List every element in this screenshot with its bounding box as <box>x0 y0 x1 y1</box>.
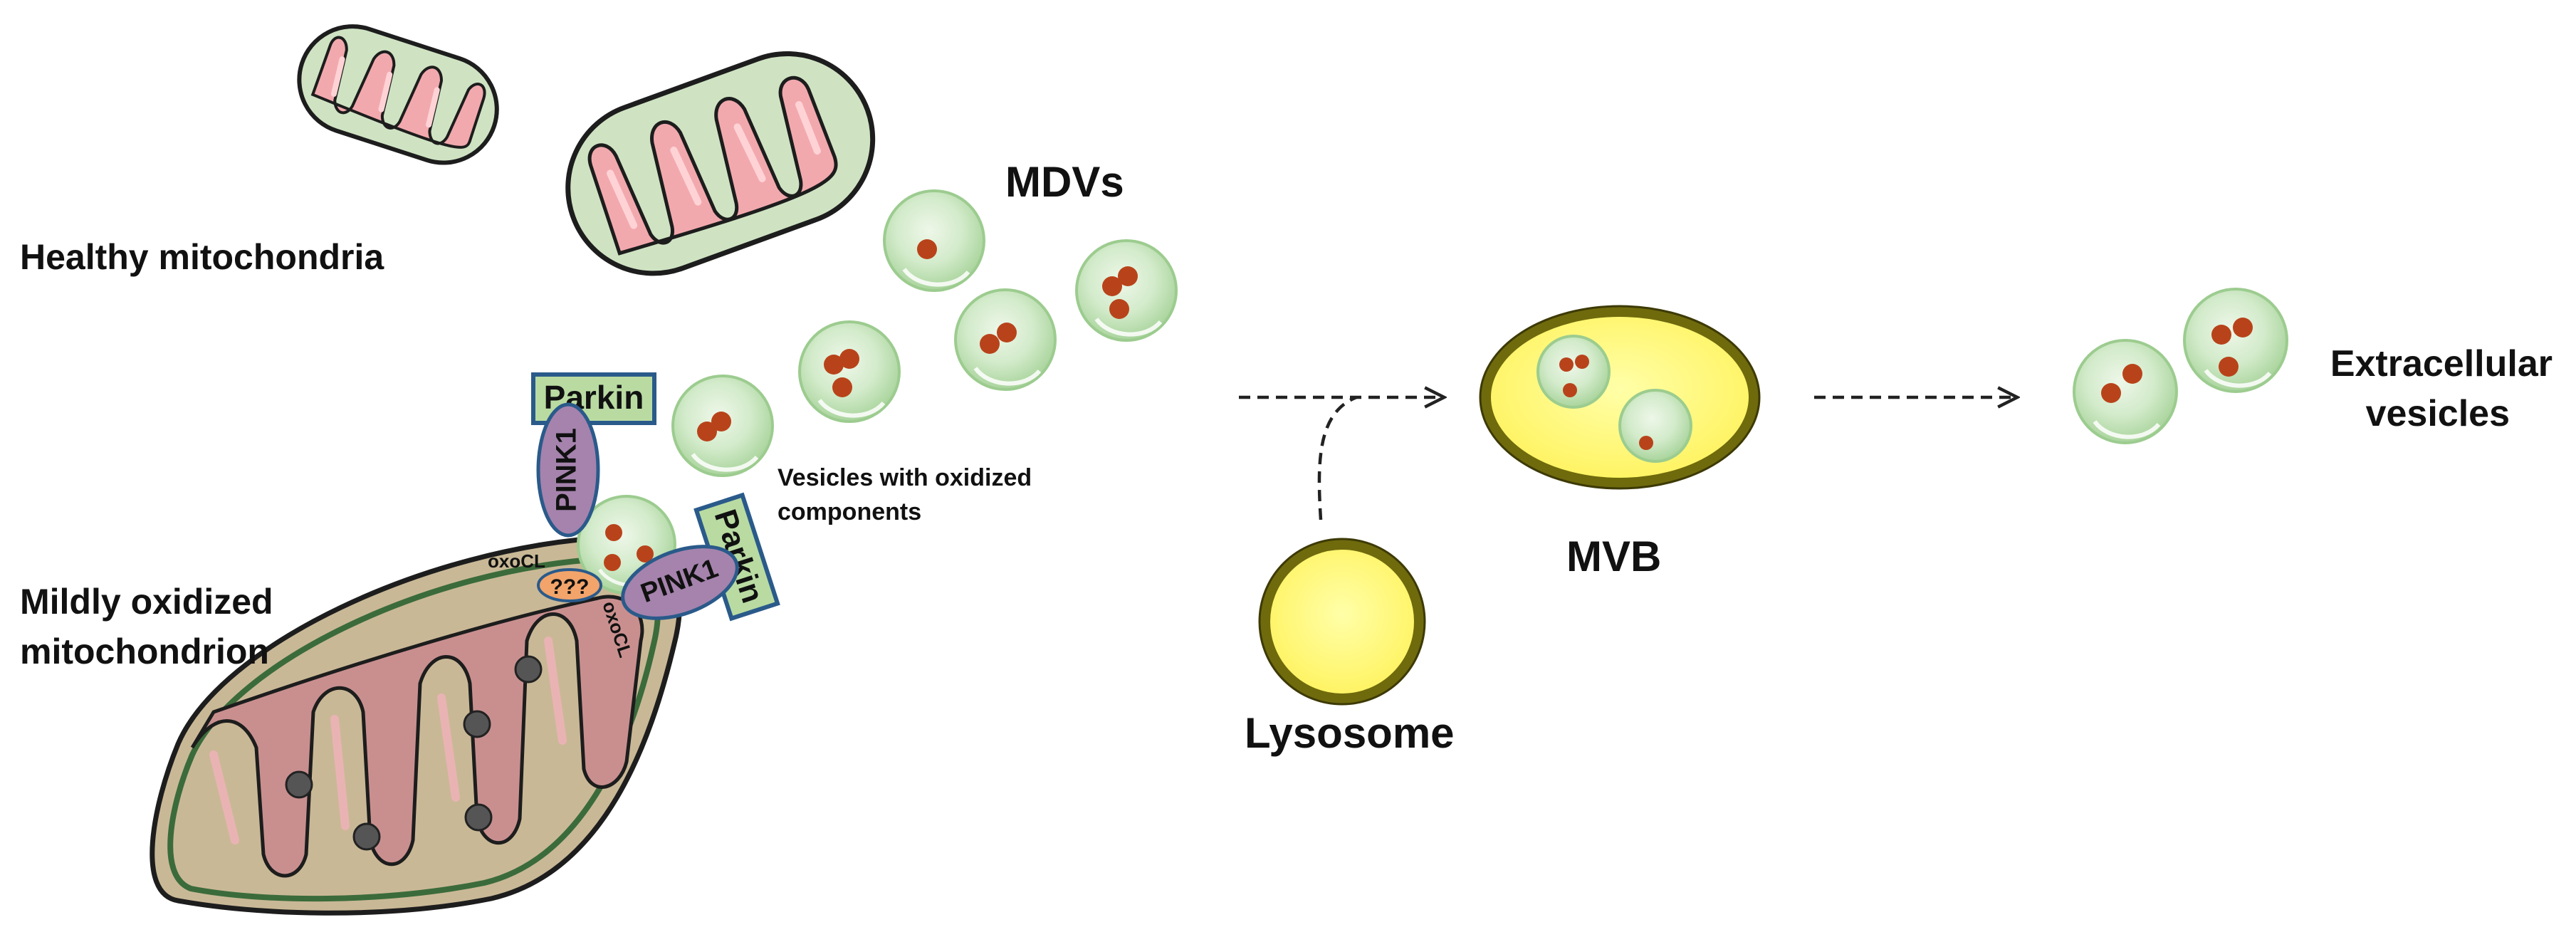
oxidized-label-line2: mitochondrion <box>20 632 269 671</box>
vesicles-oxidized-label-line1: Vesicles with oxidized <box>777 464 1032 491</box>
mdv-vesicle-highlight <box>817 399 886 418</box>
mdv-vesicle-highlight <box>902 268 970 287</box>
mdv-vesicle-membrane <box>883 189 985 292</box>
mvb <box>1479 305 1761 490</box>
extracellular-label-line1: Extracellular <box>2330 343 2553 384</box>
mdv-vesicle-highlight <box>1094 318 1163 337</box>
extracellular-vesicles <box>2073 288 2288 444</box>
oxidized-mitochondrion <box>150 535 682 916</box>
mdv-cargo-dot <box>1102 276 1122 296</box>
oxidized-cargo-dots <box>285 655 543 851</box>
mdv-vesicle-highlight <box>691 453 759 472</box>
mdv-vesicles <box>671 189 1178 477</box>
healthy-mitochondrion-large <box>565 51 876 276</box>
pink1-top-label: PINK1 <box>551 428 582 512</box>
mdv-vesicle <box>1075 239 1178 342</box>
oxocl-label-left: oxoCL <box>488 550 545 572</box>
vesicles-oxidized-label-line2: components <box>777 498 921 525</box>
lysosome-label: Lysosome <box>1245 709 1455 757</box>
mdv-vesicle <box>671 375 774 477</box>
mdv-cargo-dot <box>824 355 844 375</box>
mvb-intraluminal-vesicle-2 <box>1618 389 1692 463</box>
mvb-label: MVB <box>1566 533 1661 580</box>
unknown-receptor-label: ??? <box>550 575 590 599</box>
healthy-mitochondrion-small <box>297 24 499 165</box>
healthy-mitochondria-label: Healthy mitochondria <box>20 237 384 277</box>
mdv-cargo-dot <box>917 239 937 259</box>
mdv-vesicle-membrane <box>798 320 901 423</box>
mdv-vesicle <box>883 189 985 292</box>
arrows <box>1239 397 2015 520</box>
mdv-vesicle-highlight <box>973 367 1042 386</box>
mdv-cargo-dot <box>997 323 1017 342</box>
mdv-cargo-dot <box>697 422 717 441</box>
mdv-cargo-dot <box>980 334 1000 354</box>
unknown-receptor: ??? <box>537 568 602 602</box>
mdv-cargo-dot <box>1109 299 1129 319</box>
ev-2 <box>2183 288 2288 393</box>
arrow-from-lysosome <box>1317 395 1357 520</box>
pink1-top: PINK1 <box>536 402 600 538</box>
mdv-cargo-dot <box>711 412 731 431</box>
mdvs-label: MDVs <box>1005 158 1124 206</box>
ev-1 <box>2073 339 2178 444</box>
mdv-cargo-dot <box>832 377 852 397</box>
mdv-vesicle-membrane <box>1075 239 1178 342</box>
mdv-cargo-dot <box>839 349 859 369</box>
oxidized-label-line1: Mildly oxidized <box>20 582 273 622</box>
mdv-cargo-dot <box>1118 266 1138 286</box>
pink1-right: PINK1 <box>621 545 739 620</box>
lysosome <box>1258 538 1426 706</box>
mdv-vesicle <box>798 320 901 423</box>
extracellular-label-line2: vesicles <box>2366 393 2510 434</box>
mvb-intraluminal-vesicle-1 <box>1536 335 1611 409</box>
mdv-vesicle <box>954 288 1057 391</box>
